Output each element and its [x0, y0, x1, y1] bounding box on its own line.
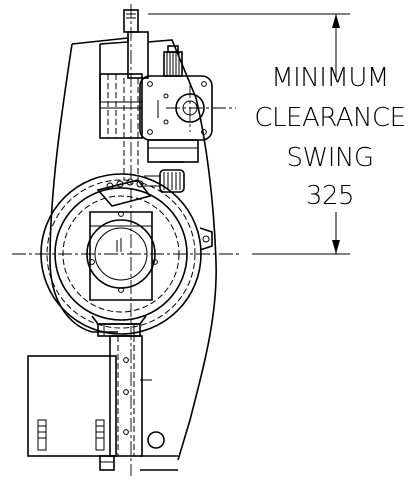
note-line-1: MINIMUM: [271, 63, 389, 93]
clearance-value: 325: [306, 181, 354, 211]
grip-knob: [144, 161, 185, 193]
lower-assembly: [27, 315, 178, 471]
upper-housing: [99, 73, 143, 139]
note-line-3: SWING: [287, 143, 374, 173]
clearance-dimension: [148, 13, 350, 255]
top-shaft: [123, 4, 149, 476]
gearbox: [139, 45, 236, 163]
dimension-note: MINIMUM CLEARANCE SWING 325: [254, 63, 406, 211]
note-line-2: CLEARANCE: [254, 103, 405, 133]
